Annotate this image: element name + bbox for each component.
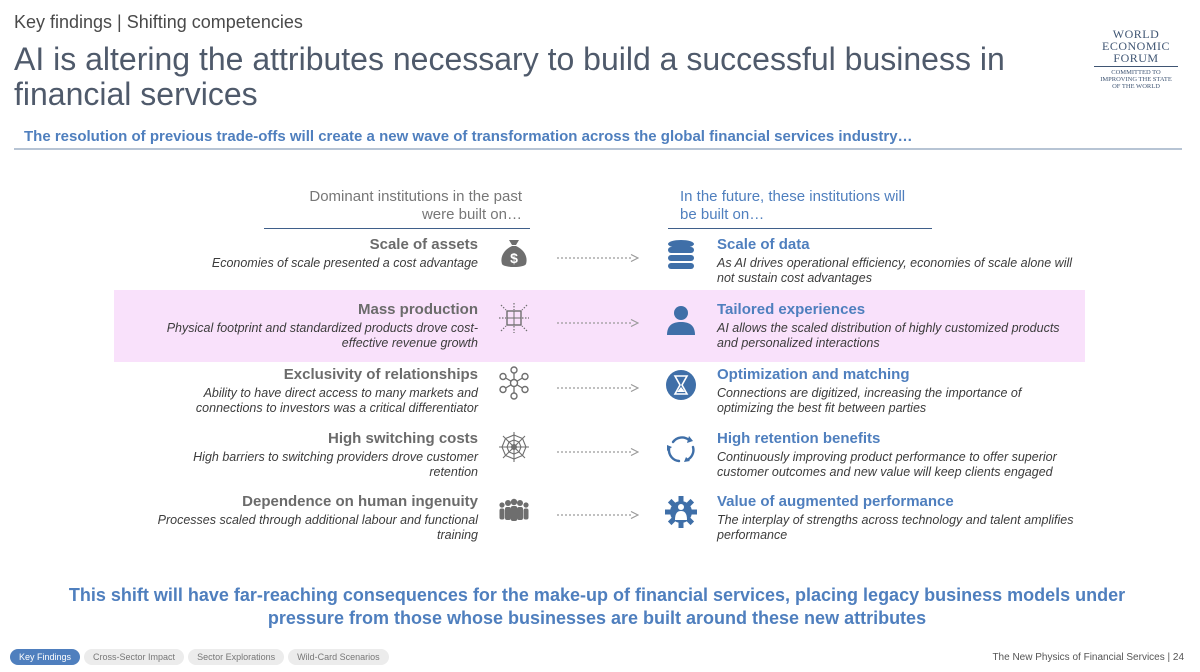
people-group-icon bbox=[499, 498, 529, 521]
future-attribute-desc: Continuously improving product performan… bbox=[717, 450, 1057, 479]
logo-line-1: WORLD bbox=[1112, 27, 1160, 41]
future-attribute-title: Optimization and matching bbox=[717, 366, 910, 383]
future-attribute-desc: The interplay of strengths across techno… bbox=[717, 513, 1074, 542]
production-grid-icon bbox=[499, 303, 529, 333]
person-icon bbox=[667, 306, 695, 335]
spider-web-icon bbox=[499, 432, 529, 462]
nav-tab-key-findings[interactable]: Key Findings bbox=[10, 649, 81, 665]
dotted-arrow-icon bbox=[557, 448, 639, 456]
comparison-row-ingenuity: Dependence on human ingenuity Processes … bbox=[0, 493, 1200, 553]
future-attribute-desc: AI allows the scaled distribution of hig… bbox=[717, 321, 1060, 350]
logo-divider bbox=[1094, 66, 1178, 67]
nav-tab-sector-explorations[interactable]: Sector Explorations bbox=[188, 649, 285, 665]
comparison-row-relationships: Exclusivity of relationships Ability to … bbox=[0, 366, 1200, 426]
future-attribute-title: Tailored experiences bbox=[717, 301, 866, 318]
past-attribute-title: Dependence on human ingenuity bbox=[242, 493, 478, 510]
gear-person-icon bbox=[665, 496, 697, 528]
past-attribute-desc: High barriers to switching providers dro… bbox=[193, 450, 478, 479]
past-column-heading: Dominant institutions in the past were b… bbox=[270, 188, 522, 224]
network-icon bbox=[499, 366, 529, 400]
comparison-row-production: Mass production Physical footprint and s… bbox=[0, 301, 1200, 361]
logo-tagline-3: OF THE WORLD bbox=[1112, 83, 1160, 90]
future-column-underline bbox=[668, 228, 932, 229]
past-attribute-title: Mass production bbox=[357, 301, 478, 318]
dotted-arrow-icon bbox=[557, 511, 639, 519]
refresh-cycle-icon bbox=[667, 436, 695, 463]
comparison-row-switching: High switching costs High barriers to sw… bbox=[0, 430, 1200, 490]
past-attribute-desc: Economies of scale presented a cost adva… bbox=[211, 256, 478, 270]
section-kicker: Key findings | Shifting competencies bbox=[14, 12, 303, 32]
future-attribute-title: Value of augmented performance bbox=[717, 493, 954, 510]
database-icon bbox=[668, 240, 694, 269]
money-bag-icon: $ bbox=[501, 240, 527, 267]
past-attribute-title: Scale of assets bbox=[369, 236, 478, 253]
past-heading-line-2: were built on… bbox=[421, 206, 522, 223]
future-heading-line-2: be built on… bbox=[680, 206, 765, 223]
past-attribute-desc: Processes scaled through additional labo… bbox=[157, 513, 478, 542]
page-title: AI is altering the attributes necessary … bbox=[14, 41, 1005, 112]
wef-logo: WORLD ECONOMIC FORUM COMMITTED TO IMPROV… bbox=[1088, 28, 1184, 104]
highlighted-row-background bbox=[114, 290, 1085, 362]
past-attribute-title: High switching costs bbox=[327, 430, 478, 447]
future-attribute-desc: Connections are digitized, increasing th… bbox=[717, 386, 1022, 415]
past-column-underline bbox=[264, 228, 530, 229]
future-attribute-title: Scale of data bbox=[717, 236, 810, 253]
dotted-arrow-icon bbox=[557, 254, 639, 262]
future-attribute-title: High retention benefits bbox=[717, 430, 881, 447]
future-heading-line-1: In the future, these institutions will bbox=[680, 188, 906, 205]
logo-tagline-2: IMPROVING THE STATE bbox=[1100, 76, 1172, 83]
svg-text:$: $ bbox=[510, 250, 518, 266]
nav-tab-wild-card-scenarios[interactable]: Wild-Card Scenarios bbox=[288, 649, 389, 665]
section-nav: Key Findings Cross-Sector Impact Sector … bbox=[10, 649, 389, 665]
logo-line-2: ECONOMIC bbox=[1101, 39, 1170, 53]
hourglass-icon bbox=[666, 370, 696, 400]
past-attribute-desc: Ability to have direct access to many ma… bbox=[195, 386, 478, 415]
dotted-arrow-icon bbox=[557, 384, 639, 392]
page-footer: The New Physics of Financial Services | … bbox=[992, 652, 1184, 663]
header-divider bbox=[14, 148, 1182, 150]
dotted-arrow-icon bbox=[557, 319, 639, 327]
conclusion-statement: This shift will have far-reaching conseq… bbox=[68, 585, 1126, 628]
future-column-heading: In the future, these institutions will b… bbox=[680, 188, 932, 224]
nav-tab-cross-sector-impact[interactable]: Cross-Sector Impact bbox=[84, 649, 185, 665]
logo-tagline-1: COMMITTED TO bbox=[1111, 69, 1161, 76]
past-attribute-title: Exclusivity of relationships bbox=[283, 366, 478, 383]
comparison-row-scale: Scale of assets Economies of scale prese… bbox=[0, 236, 1200, 296]
future-attribute-desc: As AI drives operational efficiency, eco… bbox=[717, 256, 1073, 285]
past-heading-line-1: Dominant institutions in the past bbox=[309, 188, 522, 205]
logo-line-3: FORUM bbox=[1113, 51, 1159, 65]
past-attribute-desc: Physical footprint and standardized prod… bbox=[166, 321, 478, 350]
page-subtitle: The resolution of previous trade-offs wi… bbox=[24, 128, 913, 145]
